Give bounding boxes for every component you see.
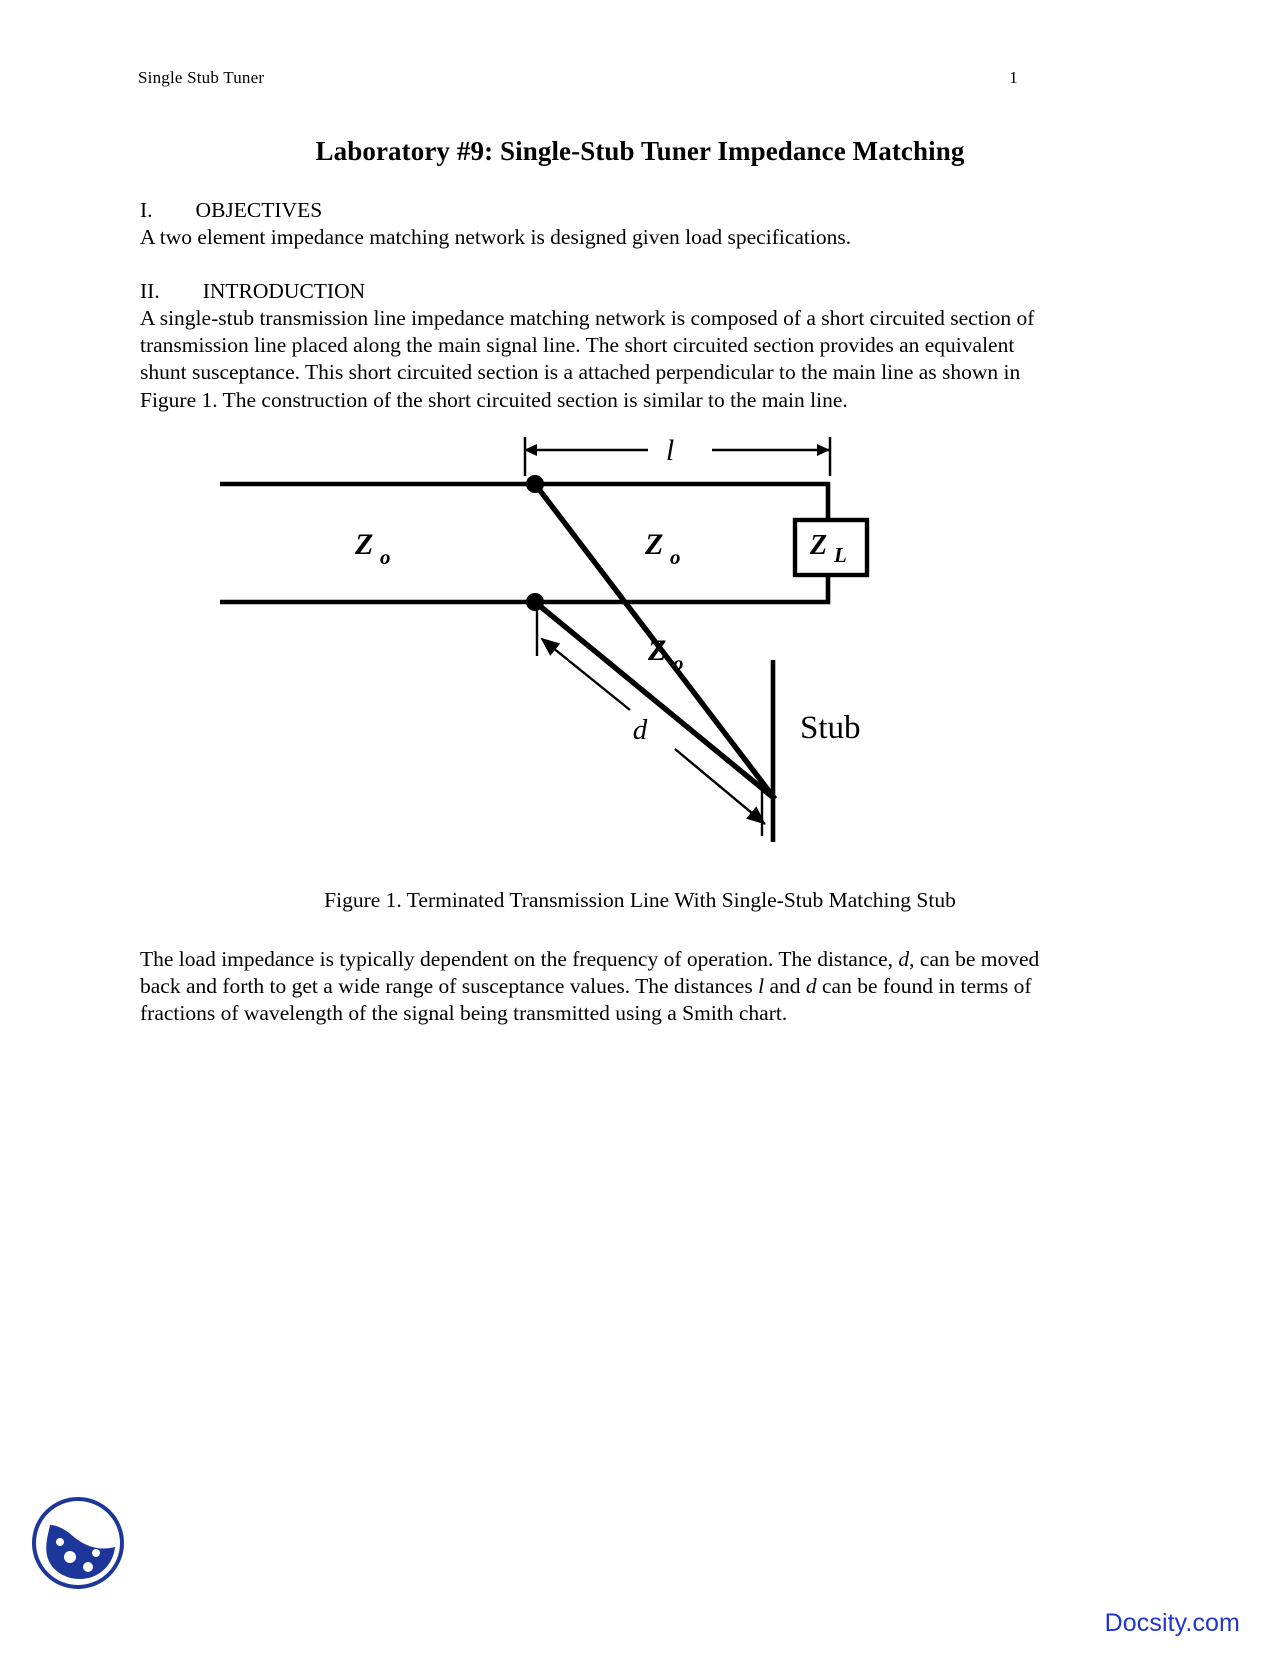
section-introduction-body: A single-stub transmission line impedanc… xyxy=(140,306,1035,412)
closing-part-3: and xyxy=(764,974,806,998)
label-length-l: l xyxy=(666,434,674,467)
logo-cookie-shape xyxy=(46,1525,115,1579)
docsity-logo xyxy=(30,1495,126,1591)
label-zl: Z xyxy=(809,530,827,561)
load-impedance-box xyxy=(792,517,870,578)
section-objectives-number: I. xyxy=(140,198,153,222)
logo-dot-2 xyxy=(83,1562,93,1572)
label-zo-left-subscript: o xyxy=(380,545,391,569)
closing-part-4: can be found in terms of fractions of wa… xyxy=(140,974,1032,1025)
d-arrow-start xyxy=(540,637,631,711)
label-zo-left: Z xyxy=(354,528,373,561)
section-introduction-number: II. xyxy=(140,279,160,303)
running-header-title: Single Stub Tuner xyxy=(138,68,265,87)
label-zo-stub-subscript: o xyxy=(673,651,684,675)
closing-paragraph: The load impedance is typically dependen… xyxy=(140,946,1052,1027)
section-introduction-heading: II. INTRODUCTION xyxy=(140,277,1052,305)
section-objectives-heading: I. OBJECTIVES xyxy=(140,196,1052,224)
stub-conductor-upper xyxy=(532,482,778,801)
logo-dot-4 xyxy=(56,1538,64,1546)
docsity-wordmark: Docsity.com xyxy=(1104,1609,1240,1637)
label-zo-middle: Z xyxy=(644,528,663,561)
section-objectives-title: OBJECTIVES xyxy=(195,198,323,222)
section-objectives: I. OBJECTIVES A two element impedance ma… xyxy=(140,196,1052,251)
closing-var-d-1: d xyxy=(898,947,910,971)
closing-var-d-2: d xyxy=(805,974,817,998)
label-zl-subscript: L xyxy=(833,543,847,567)
section-introduction-title: INTRODUCTION xyxy=(202,279,366,303)
section-introduction: II. INTRODUCTION A single-stub transmiss… xyxy=(140,277,1052,414)
logo-outer-ring xyxy=(32,1497,124,1589)
label-distance-d: d xyxy=(633,714,648,746)
closing-var-l: l xyxy=(758,974,765,998)
page-number: 1 xyxy=(1009,68,1018,87)
figure-caption: Figure 1. Terminated Transmission Line W… xyxy=(324,888,956,912)
label-zo-stub: Z xyxy=(647,634,666,667)
label-zo-middle-subscript: o xyxy=(670,545,681,569)
document-title: Laboratory #9: Single-Stub Tuner Impedan… xyxy=(315,136,965,166)
d-arrow-end xyxy=(674,748,766,825)
closing-part-1: The load impedance is typically dependen… xyxy=(140,947,899,971)
section-objectives-body: A two element impedance matching network… xyxy=(140,225,852,249)
running-header: Single Stub Tuner 1 xyxy=(138,68,1018,88)
figure-1-diagram: l Z o Z o Z L Z o d Stub xyxy=(140,424,1140,864)
logo-dot-3 xyxy=(92,1549,100,1557)
stub-conductor-lower xyxy=(533,599,777,802)
closing-part-2: , can be moved back and forth to get a w… xyxy=(140,947,1040,998)
logo-dot-1 xyxy=(64,1551,76,1563)
label-stub: Stub xyxy=(800,710,861,746)
